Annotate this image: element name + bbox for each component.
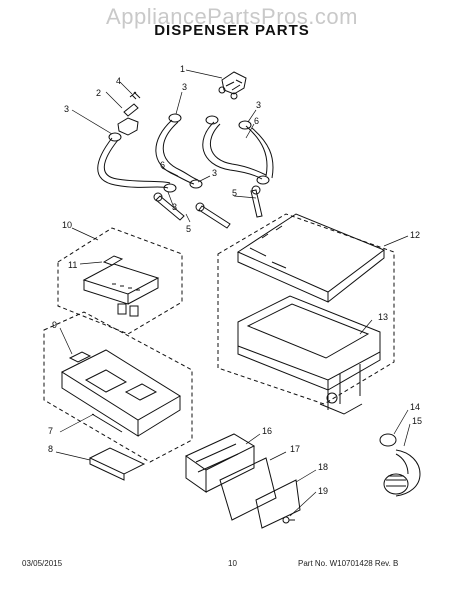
callout-15: 15	[412, 416, 422, 426]
callout-17: 17	[290, 444, 300, 454]
callout-18: 18	[318, 462, 328, 472]
callout-7: 7	[48, 426, 53, 436]
callout-1: 1	[180, 64, 185, 74]
hose-and-clamp	[379, 433, 421, 497]
callout-3a: 3	[182, 82, 187, 92]
inset-box-7	[43, 311, 193, 463]
valve-hose-assembly	[97, 71, 274, 229]
callout-11: 11	[68, 260, 77, 270]
callout-6b: 6	[160, 160, 165, 170]
callout-6a: 6	[254, 116, 259, 126]
callout-12: 12	[410, 230, 420, 240]
inset-box-12	[217, 213, 395, 405]
callout-4: 4	[116, 76, 121, 86]
callout-3e: 3	[172, 202, 177, 212]
callout-2: 2	[96, 88, 101, 98]
dispenser-drawer	[60, 349, 181, 437]
footer-date: 03/05/2015	[22, 559, 63, 568]
callout-8: 8	[48, 444, 53, 454]
dispenser-housing	[236, 213, 386, 415]
drawer-handle	[88, 447, 146, 481]
callout-3c: 3	[256, 100, 261, 110]
callout-10: 10	[62, 220, 72, 230]
callout-3b: 3	[64, 104, 69, 114]
callout-19: 19	[318, 486, 328, 496]
callout-5a: 5	[232, 188, 237, 198]
footer-page-number: 10	[228, 559, 237, 568]
front-panel-assembly	[184, 433, 301, 529]
callout-numbers: 1 4 2 3 3 3 6 6 3 5 3 5 10 11 12 13 9 7 …	[48, 64, 422, 496]
siphon-assembly	[82, 255, 160, 317]
callout-9: 9	[52, 320, 57, 330]
callout-16: 16	[262, 426, 272, 436]
watermark: AppliancePartsPros.com	[106, 4, 358, 29]
page-title: DISPENSER PARTS	[154, 22, 310, 39]
callout-13: 13	[378, 312, 388, 322]
callout-5b: 5	[186, 224, 191, 234]
leader-lines	[55, 69, 411, 517]
callout-3d: 3	[212, 168, 217, 178]
footer-part-number: Part No. W10701428 Rev. B	[298, 559, 399, 568]
callout-14: 14	[410, 402, 420, 412]
inset-box-10	[57, 227, 183, 335]
